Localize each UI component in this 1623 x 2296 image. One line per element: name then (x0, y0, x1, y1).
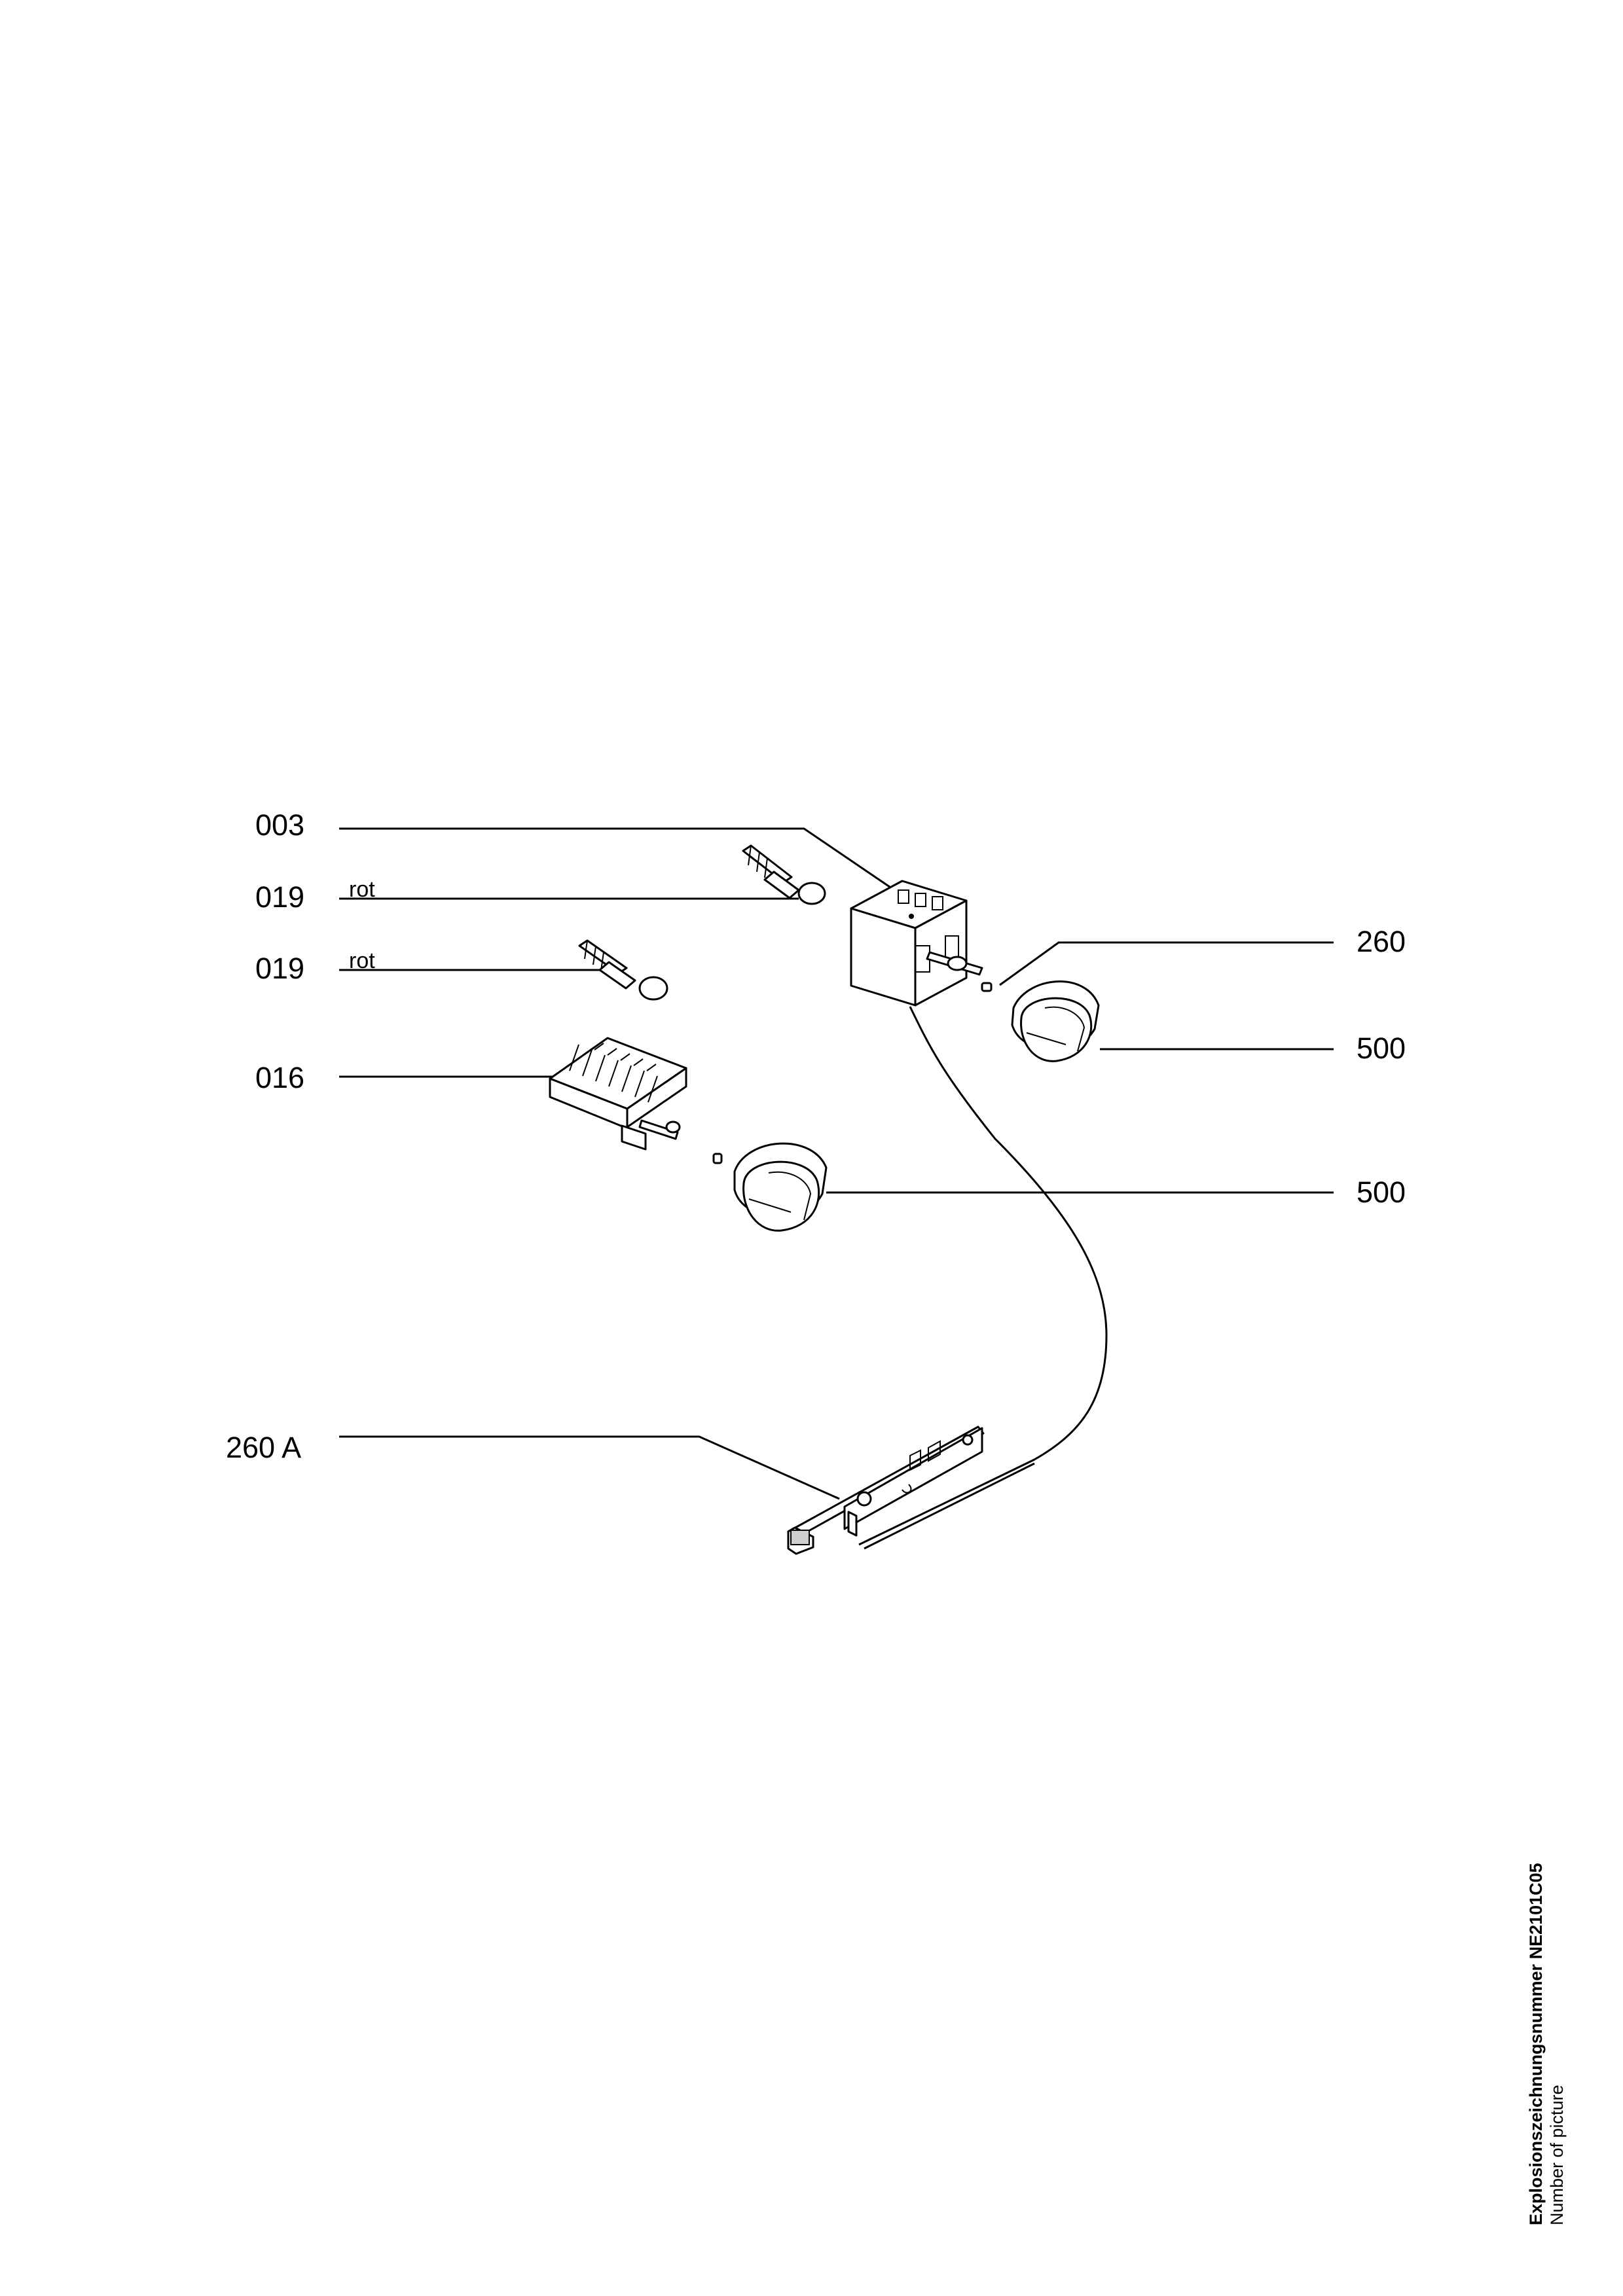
callout-260-label: 260 (1357, 925, 1406, 958)
leader-line-260 (999, 941, 1334, 986)
callout-019-label-2: 019 (255, 952, 304, 985)
indicator-lamp-019-upper (742, 844, 826, 905)
energy-regulator-003 (850, 880, 983, 1007)
callout-260a-label: 260 A (226, 1431, 301, 1464)
callout-003-label: 003 (255, 808, 304, 842)
selector-switch-016 (549, 1037, 687, 1151)
clip-260 (981, 982, 993, 992)
capillary-wire (858, 1006, 1108, 1546)
leader-line-260a (339, 1435, 840, 1500)
drawing-number-caption: Explosionszeichnungsnummer NE2101C05 Num… (1525, 1863, 1567, 2225)
callout-500-label-2: 500 (1357, 1175, 1406, 1209)
callout-500-label: 500 (1357, 1031, 1406, 1065)
control-knob-500-upper (1011, 980, 1100, 1062)
indicator-lamp-019-lower (578, 939, 668, 1001)
callout-019-label: 019 (255, 880, 304, 914)
drawing-number-label: Explosionszeichnungsnummer NE2101C05 (1526, 1863, 1546, 2225)
clip-small (712, 1153, 723, 1164)
picture-number-label: Number of picture (1547, 2085, 1567, 2225)
leader-line-003 (339, 827, 903, 897)
control-knob-500-lower (733, 1142, 828, 1232)
callout-016-label: 016 (255, 1061, 304, 1094)
bracket-260a (787, 1426, 985, 1555)
